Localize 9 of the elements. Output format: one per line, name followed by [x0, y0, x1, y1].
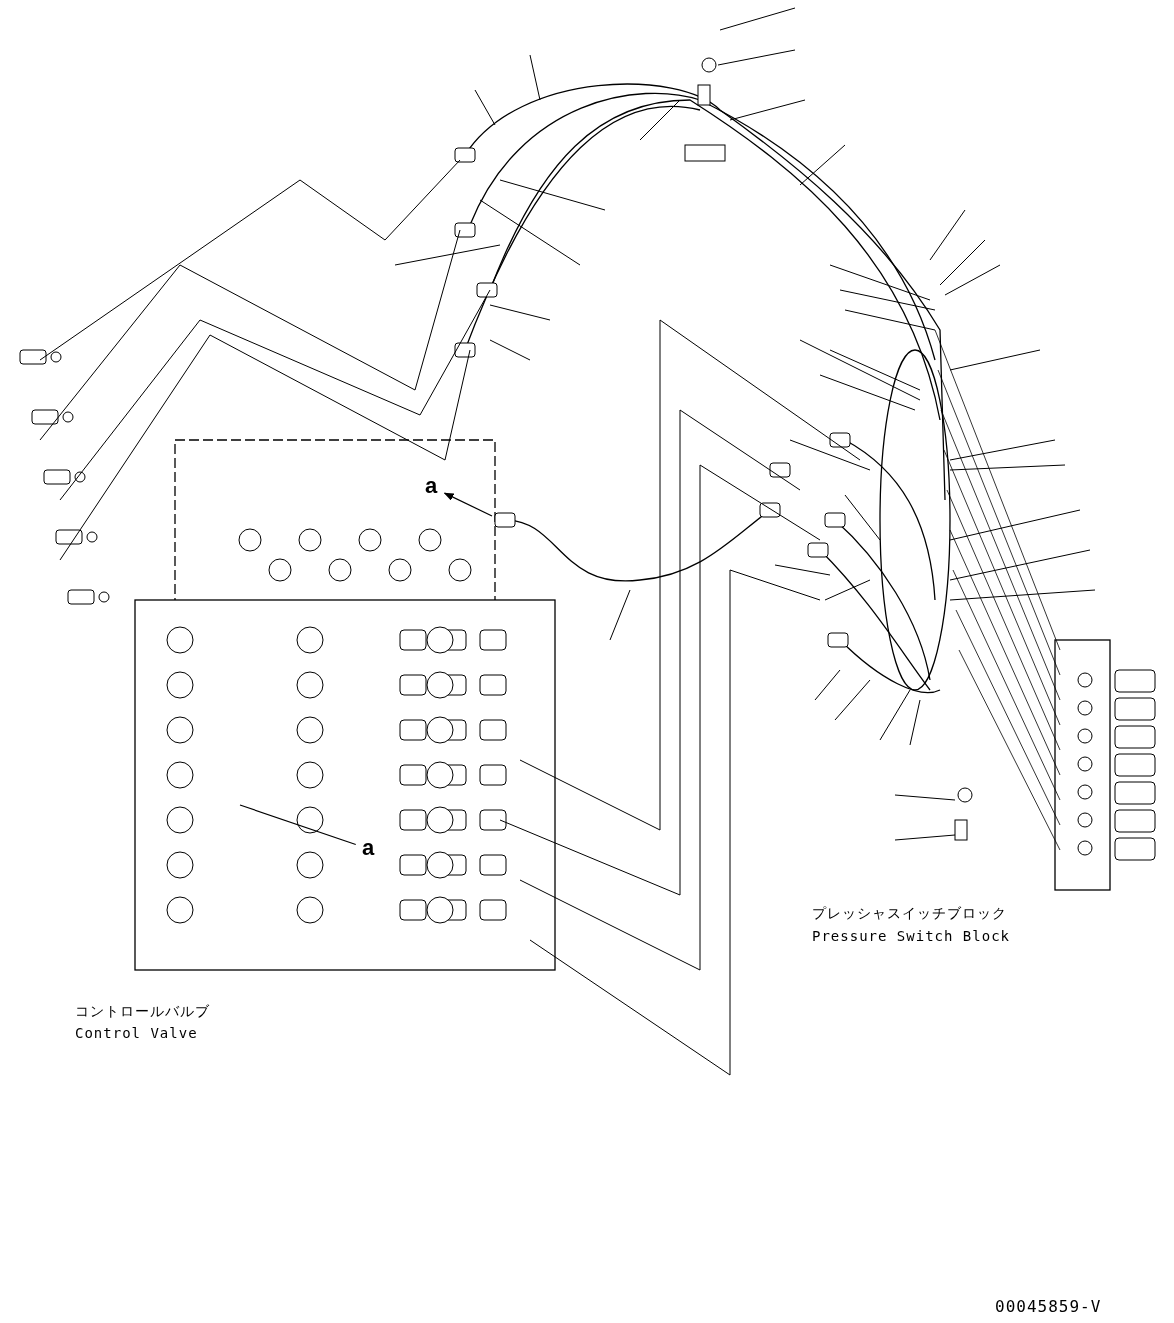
part-name: Pressure Switch Block	[812, 928, 1010, 944]
leader-line	[239, 804, 357, 846]
part-name: Control Valve	[75, 1025, 198, 1041]
drawing-number: 00045859-V	[995, 1297, 1102, 1316]
reference-letter: a	[425, 473, 438, 499]
part-name: コントロールバルブ	[75, 1003, 210, 1021]
reference-letter: a	[362, 835, 375, 861]
arrow	[443, 492, 493, 517]
part-name: プレッシャスイッチブロック	[812, 905, 1007, 923]
